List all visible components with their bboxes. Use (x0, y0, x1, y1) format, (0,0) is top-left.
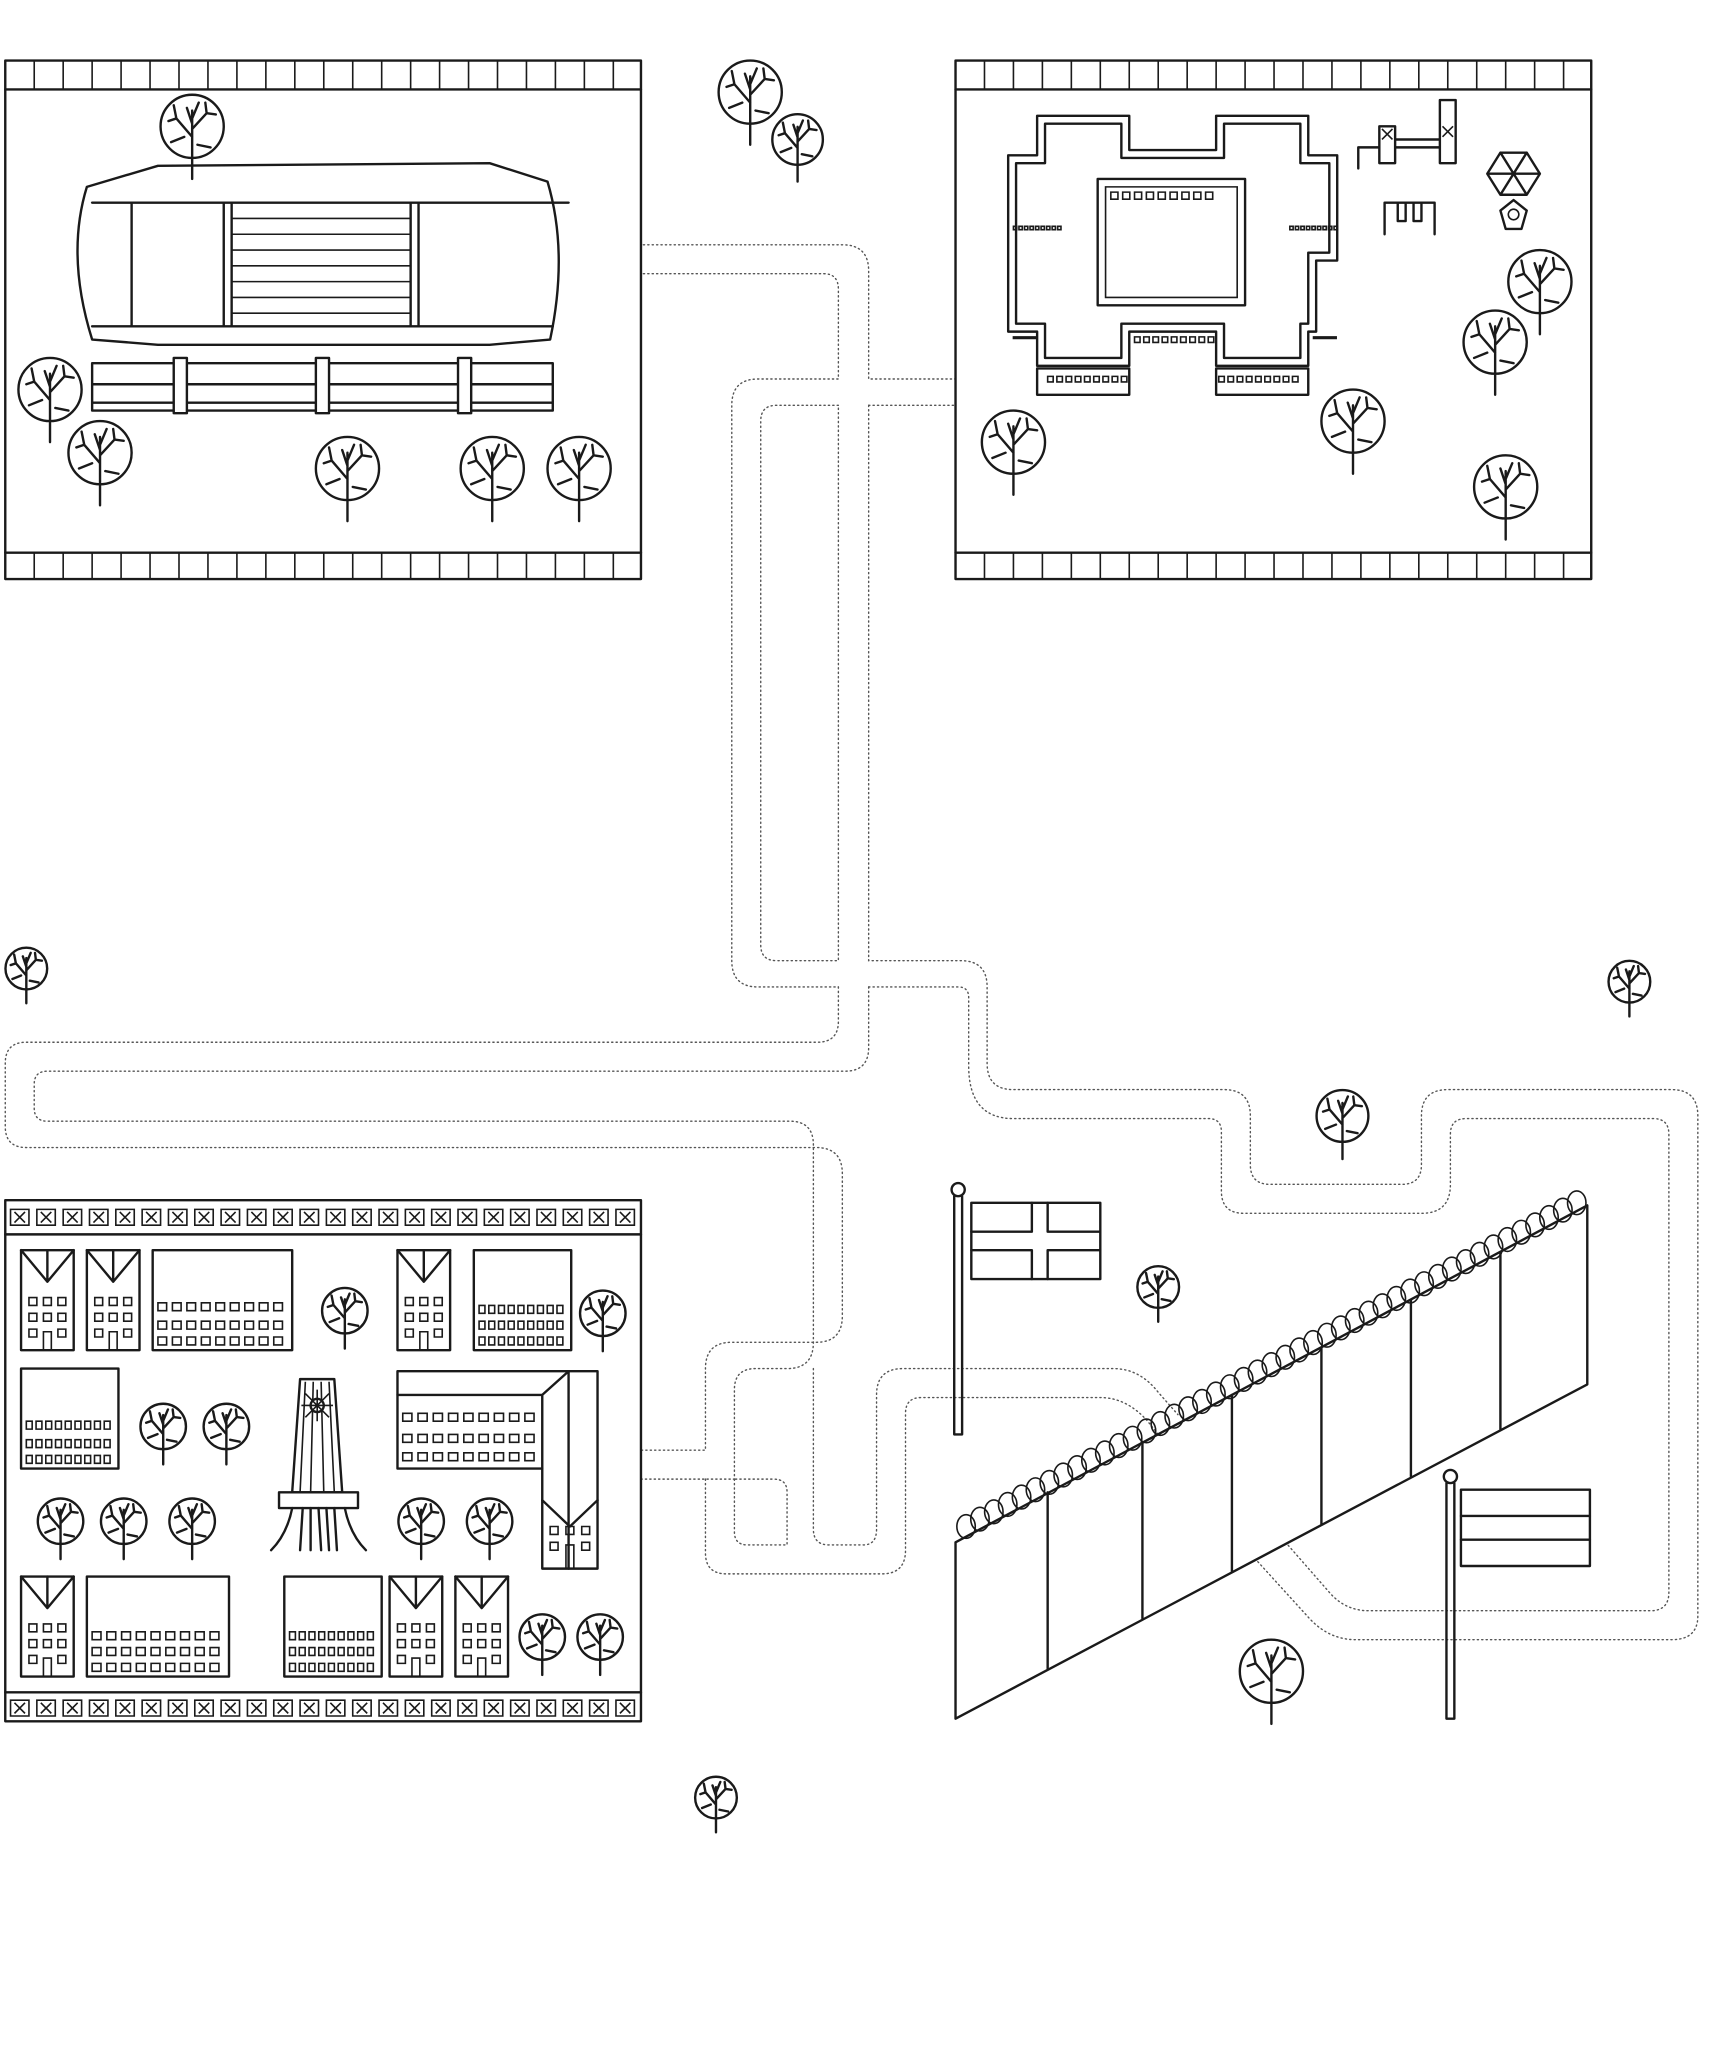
wire-coil (1179, 1397, 1197, 1421)
house-icon (19, 1574, 76, 1679)
wire-coil (1304, 1331, 1322, 1355)
tree-icon (694, 1775, 738, 1834)
house-icon (85, 1248, 142, 1352)
wire-coil (1290, 1338, 1308, 1362)
wire-coil (1373, 1294, 1391, 1318)
wire-coil (1387, 1287, 1405, 1311)
wire-coil (1443, 1257, 1461, 1281)
flag-icon (1444, 1470, 1590, 1719)
wire-coil (1526, 1213, 1544, 1237)
wire-coil (1123, 1426, 1141, 1450)
wire-coil (1429, 1265, 1447, 1289)
wire-coil (998, 1493, 1016, 1517)
wire-coil (1276, 1345, 1294, 1369)
playground-icon (1358, 100, 1540, 234)
town-block (5, 1200, 641, 1721)
palace-block (956, 61, 1592, 579)
wire-coil (1554, 1198, 1572, 1222)
building-icon (21, 1369, 118, 1469)
wire-coil (1082, 1448, 1100, 1472)
wire-coil (1151, 1412, 1169, 1436)
building-icon (87, 1577, 229, 1677)
wire-coil (1470, 1242, 1488, 1266)
bottom-fence (956, 553, 1592, 579)
tree-icon (1136, 1265, 1181, 1323)
wire-coil (1193, 1390, 1211, 1414)
wire-coil (1234, 1368, 1252, 1392)
wire-coil (1068, 1456, 1086, 1480)
wire-coil (1512, 1220, 1530, 1244)
wire-coil (1457, 1250, 1475, 1274)
bottom-fence (5, 553, 641, 579)
wire-coil (957, 1515, 975, 1539)
house-icon (453, 1574, 510, 1679)
wire-coil (1318, 1323, 1336, 1347)
tree-icon (1607, 959, 1652, 1018)
wire-coil (1262, 1353, 1280, 1377)
house-icon (19, 1248, 76, 1352)
wire-coil (1498, 1228, 1516, 1252)
tree-icon (1315, 1088, 1370, 1161)
monument-icon (271, 1379, 366, 1550)
house-icon (395, 1248, 452, 1352)
building-icon (474, 1250, 571, 1350)
wire-coil (985, 1500, 1003, 1524)
building-icon (153, 1250, 293, 1350)
tree-icon (1238, 1638, 1305, 1726)
l-building-icon (397, 1371, 597, 1568)
wire-coil (1415, 1272, 1433, 1296)
barbed-wire (957, 1191, 1586, 1538)
wire-coil (1012, 1485, 1030, 1509)
stadium-block (5, 61, 641, 579)
wire-coil (1165, 1404, 1183, 1428)
wire-coil (1026, 1478, 1044, 1502)
dotted-paths (5, 245, 1698, 1640)
flag-icon (952, 1183, 1101, 1434)
wire-coil (971, 1507, 989, 1531)
wire-coil (1248, 1360, 1266, 1384)
house-icon (388, 1574, 444, 1679)
palace-icon (1008, 116, 1337, 395)
wire-coil (1484, 1235, 1502, 1259)
top-fence (5, 61, 641, 90)
wire-coil (1345, 1309, 1363, 1333)
wall-section (952, 1183, 1590, 1726)
building-icon (284, 1577, 381, 1677)
wire-coil (1332, 1316, 1350, 1340)
wire-coil (1096, 1441, 1114, 1465)
wire-coil (1040, 1471, 1058, 1495)
wire-coil (1054, 1463, 1072, 1487)
wire-coil (1540, 1206, 1558, 1230)
wire-coil (1110, 1434, 1128, 1458)
wire-coil (1359, 1301, 1377, 1325)
top-fence (956, 61, 1592, 90)
wire-coil (1137, 1419, 1155, 1443)
tree-icon (771, 112, 825, 183)
wire-coil (1568, 1191, 1586, 1215)
wire-coil (1207, 1382, 1225, 1406)
wire-coil (1401, 1279, 1419, 1303)
stadium-icon (78, 163, 569, 413)
tree-icon (4, 946, 49, 1005)
wall-icon (956, 1191, 1588, 1719)
wire-coil (1221, 1375, 1239, 1399)
